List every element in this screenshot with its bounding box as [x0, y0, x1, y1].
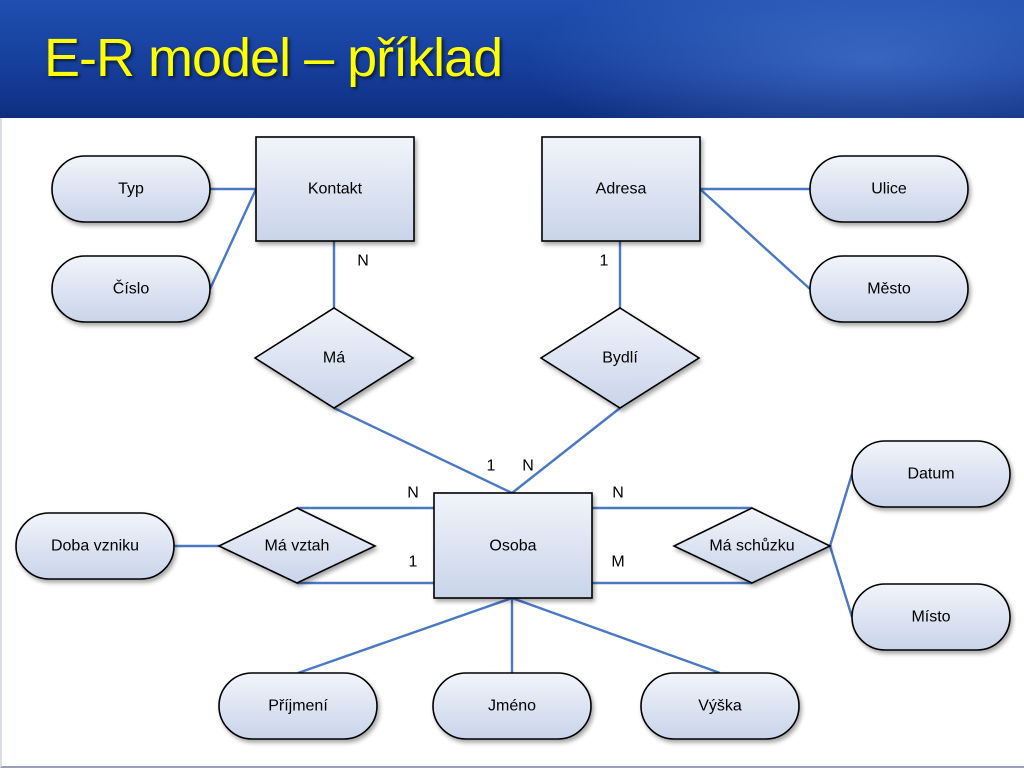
attribute-prijmeni-label: Příjmení — [268, 698, 328, 715]
connector-osoba-prijmeni — [297, 596, 513, 675]
relationship-ma-vztah: Má vztah — [217, 507, 377, 584]
attribute-ulice-label: Ulice — [871, 181, 907, 198]
relationship-ma-schuzku: Má schůzku — [672, 507, 832, 584]
attribute-datum-label: Datum — [907, 466, 954, 483]
connector-bydli-osoba — [511, 407, 621, 494]
attribute-doba-vzniku-label: Doba vzniku — [51, 538, 139, 555]
attribute-typ: Typ — [51, 155, 211, 223]
connector-ma-osoba — [333, 406, 513, 495]
entity-osoba: Osoba — [433, 492, 593, 599]
cardinality-kontakt-ma: N — [357, 253, 369, 270]
slide-title: E-R model – příklad — [44, 28, 503, 88]
entity-osoba-label: Osoba — [489, 538, 536, 555]
cardinality-vztah-bottom: 1 — [409, 554, 418, 571]
attribute-misto-label: Místo — [911, 609, 950, 626]
connector-adresa-mesto — [699, 188, 811, 290]
relationship-ma-vztah-label: Má vztah — [265, 538, 330, 555]
cardinality-osoba-ma: 1 — [487, 458, 496, 475]
relationship-ma-schuzku-label: Má schůzku — [709, 537, 794, 555]
connector-schuzka-datum — [828, 473, 854, 547]
connector-schuzka-misto — [828, 545, 854, 618]
attribute-prijmeni: Příjmení — [218, 672, 378, 740]
relationship-ma-label: Má — [323, 350, 345, 367]
attribute-doba-vzniku: Doba vzniku — [15, 512, 175, 580]
relationship-bydli-label: Bydlí — [602, 350, 638, 367]
entity-kontakt-label: Kontakt — [308, 181, 363, 198]
relationship-bydli: Bydlí — [539, 307, 701, 409]
cardinality-vztah-top: N — [407, 485, 419, 502]
attribute-vyska-label: Výška — [698, 698, 742, 715]
cardinality-adresa-bydli: 1 — [600, 253, 609, 270]
attribute-cislo-label: Číslo — [113, 279, 150, 298]
attribute-cislo: Číslo — [51, 255, 211, 323]
attribute-ulice: Ulice — [809, 155, 969, 223]
er-diagram: Kontakt Adresa Osoba Má Bydlí Má vztah M… — [15, 136, 1011, 740]
cardinality-schuzka-bottom: M — [611, 554, 624, 571]
relationship-ma: Má — [253, 307, 415, 409]
connectors — [174, 187, 854, 675]
entity-kontakt: Kontakt — [255, 136, 415, 242]
attribute-vyska: Výška — [640, 672, 800, 740]
attribute-jmeno: Jméno — [432, 672, 592, 740]
attribute-mesto: Město — [809, 255, 969, 323]
cardinality-schuzka-top: N — [612, 485, 624, 502]
entity-adresa: Adresa — [541, 136, 701, 242]
slide-header: E-R model – příklad — [0, 0, 1024, 118]
header-light-streak — [520, 0, 1024, 118]
attribute-jmeno-label: Jméno — [488, 698, 536, 715]
cardinality-labels: N 1 1 N N 1 N M — [357, 253, 624, 571]
attribute-misto: Místo — [851, 583, 1011, 651]
entity-adresa-label: Adresa — [596, 181, 647, 198]
attribute-typ-label: Typ — [118, 181, 144, 198]
cardinality-osoba-bydli: N — [522, 458, 534, 475]
attribute-datum: Datum — [851, 440, 1011, 508]
attribute-mesto-label: Město — [867, 281, 911, 298]
connector-osoba-vyska — [511, 596, 721, 675]
er-diagram-area: Kontakt Adresa Osoba Má Bydlí Má vztah M… — [0, 118, 1024, 768]
connector-cislo-kontakt — [208, 188, 258, 290]
